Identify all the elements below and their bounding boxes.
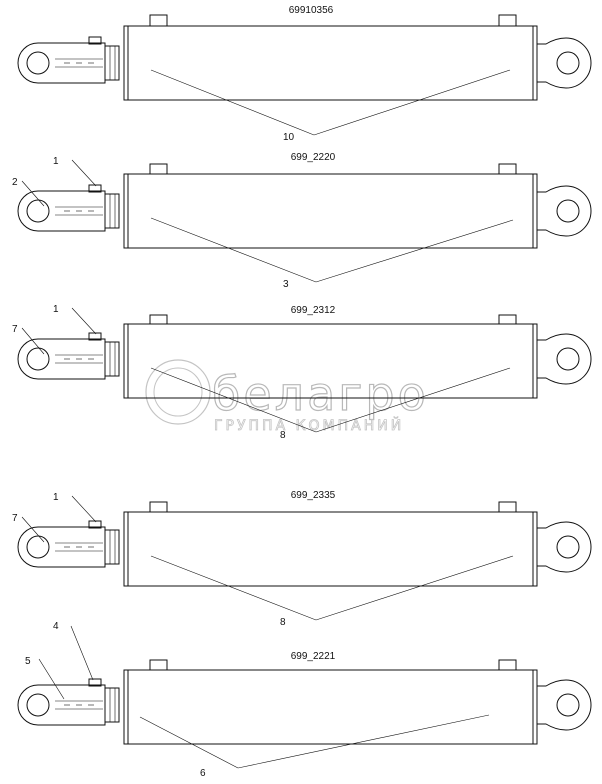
callout-number: 7	[12, 324, 18, 335]
callout-leader: 2	[12, 177, 45, 207]
base-eye	[536, 521, 592, 573]
gland-nut	[104, 193, 120, 229]
part-code: 699_2335	[291, 490, 336, 501]
callout-leader: 10	[150, 69, 511, 143]
cylinder-assembly: 699_2312 1	[12, 304, 592, 441]
cylinder-assembly: 699_2221 4	[17, 621, 592, 779]
rod-eye	[17, 678, 106, 726]
watermark-logo: белагро ГРУППА КОМПАНИЙ	[145, 359, 429, 434]
callout-number: 1	[53, 156, 59, 167]
callout-number: 2	[12, 177, 18, 188]
rod-eye	[17, 332, 106, 380]
callout-leader: 3	[150, 217, 514, 290]
callout-leader: 7	[12, 324, 45, 355]
callout-number: 7	[12, 513, 18, 524]
watermark-brand: белагро	[212, 367, 429, 421]
callout-number: 5	[25, 656, 31, 667]
gland-nut	[104, 45, 120, 81]
base-eye	[536, 185, 592, 237]
part-code: 699_2220	[291, 152, 336, 163]
cylinder-barrel	[123, 14, 538, 101]
callout-leader: 5	[25, 656, 65, 700]
callout-leader: 1	[53, 304, 97, 335]
cylinder-assembly: 69910356	[17, 5, 592, 143]
gland-nut	[104, 341, 120, 377]
callout-number: 6	[200, 768, 206, 779]
callout-leader: 1	[53, 492, 97, 523]
cylinder-assembly: 699_2335 1	[12, 490, 592, 628]
part-code: 699_2312	[291, 305, 336, 316]
callout-number: 10	[283, 132, 295, 143]
callout-leader: 8	[150, 555, 514, 628]
callout-number: 8	[280, 430, 286, 441]
watermark-ring-inner	[153, 367, 203, 417]
rod-eye	[17, 36, 106, 84]
gland-nut	[104, 687, 120, 723]
callout-leader: 4	[53, 621, 94, 681]
callout-number: 3	[283, 279, 289, 290]
callout-number: 1	[53, 304, 59, 315]
gland-nut	[104, 529, 120, 565]
callout-leader: 6	[139, 714, 490, 779]
callout-number: 8	[280, 617, 286, 628]
callout-number: 4	[53, 621, 59, 632]
callout-number: 1	[53, 492, 59, 503]
part-code: 699_2221	[291, 651, 336, 662]
base-eye	[536, 679, 592, 731]
watermark-subtitle: ГРУППА КОМПАНИЙ	[214, 416, 404, 434]
cylinder-assembly: 699_2220 1	[12, 152, 592, 290]
base-eye	[536, 37, 592, 89]
base-eye	[536, 333, 592, 385]
rod-eye	[17, 184, 106, 232]
cylinder-barrel	[123, 163, 538, 249]
cylinder-barrel	[123, 501, 538, 587]
rod-eye	[17, 520, 106, 568]
part-code: 69910356	[289, 5, 334, 16]
watermark-ring	[145, 359, 211, 425]
cylinder-barrel	[123, 659, 538, 745]
callout-leader: 1	[53, 156, 97, 187]
callout-leader: 7	[12, 513, 45, 543]
callout-leader: 8	[150, 367, 511, 441]
